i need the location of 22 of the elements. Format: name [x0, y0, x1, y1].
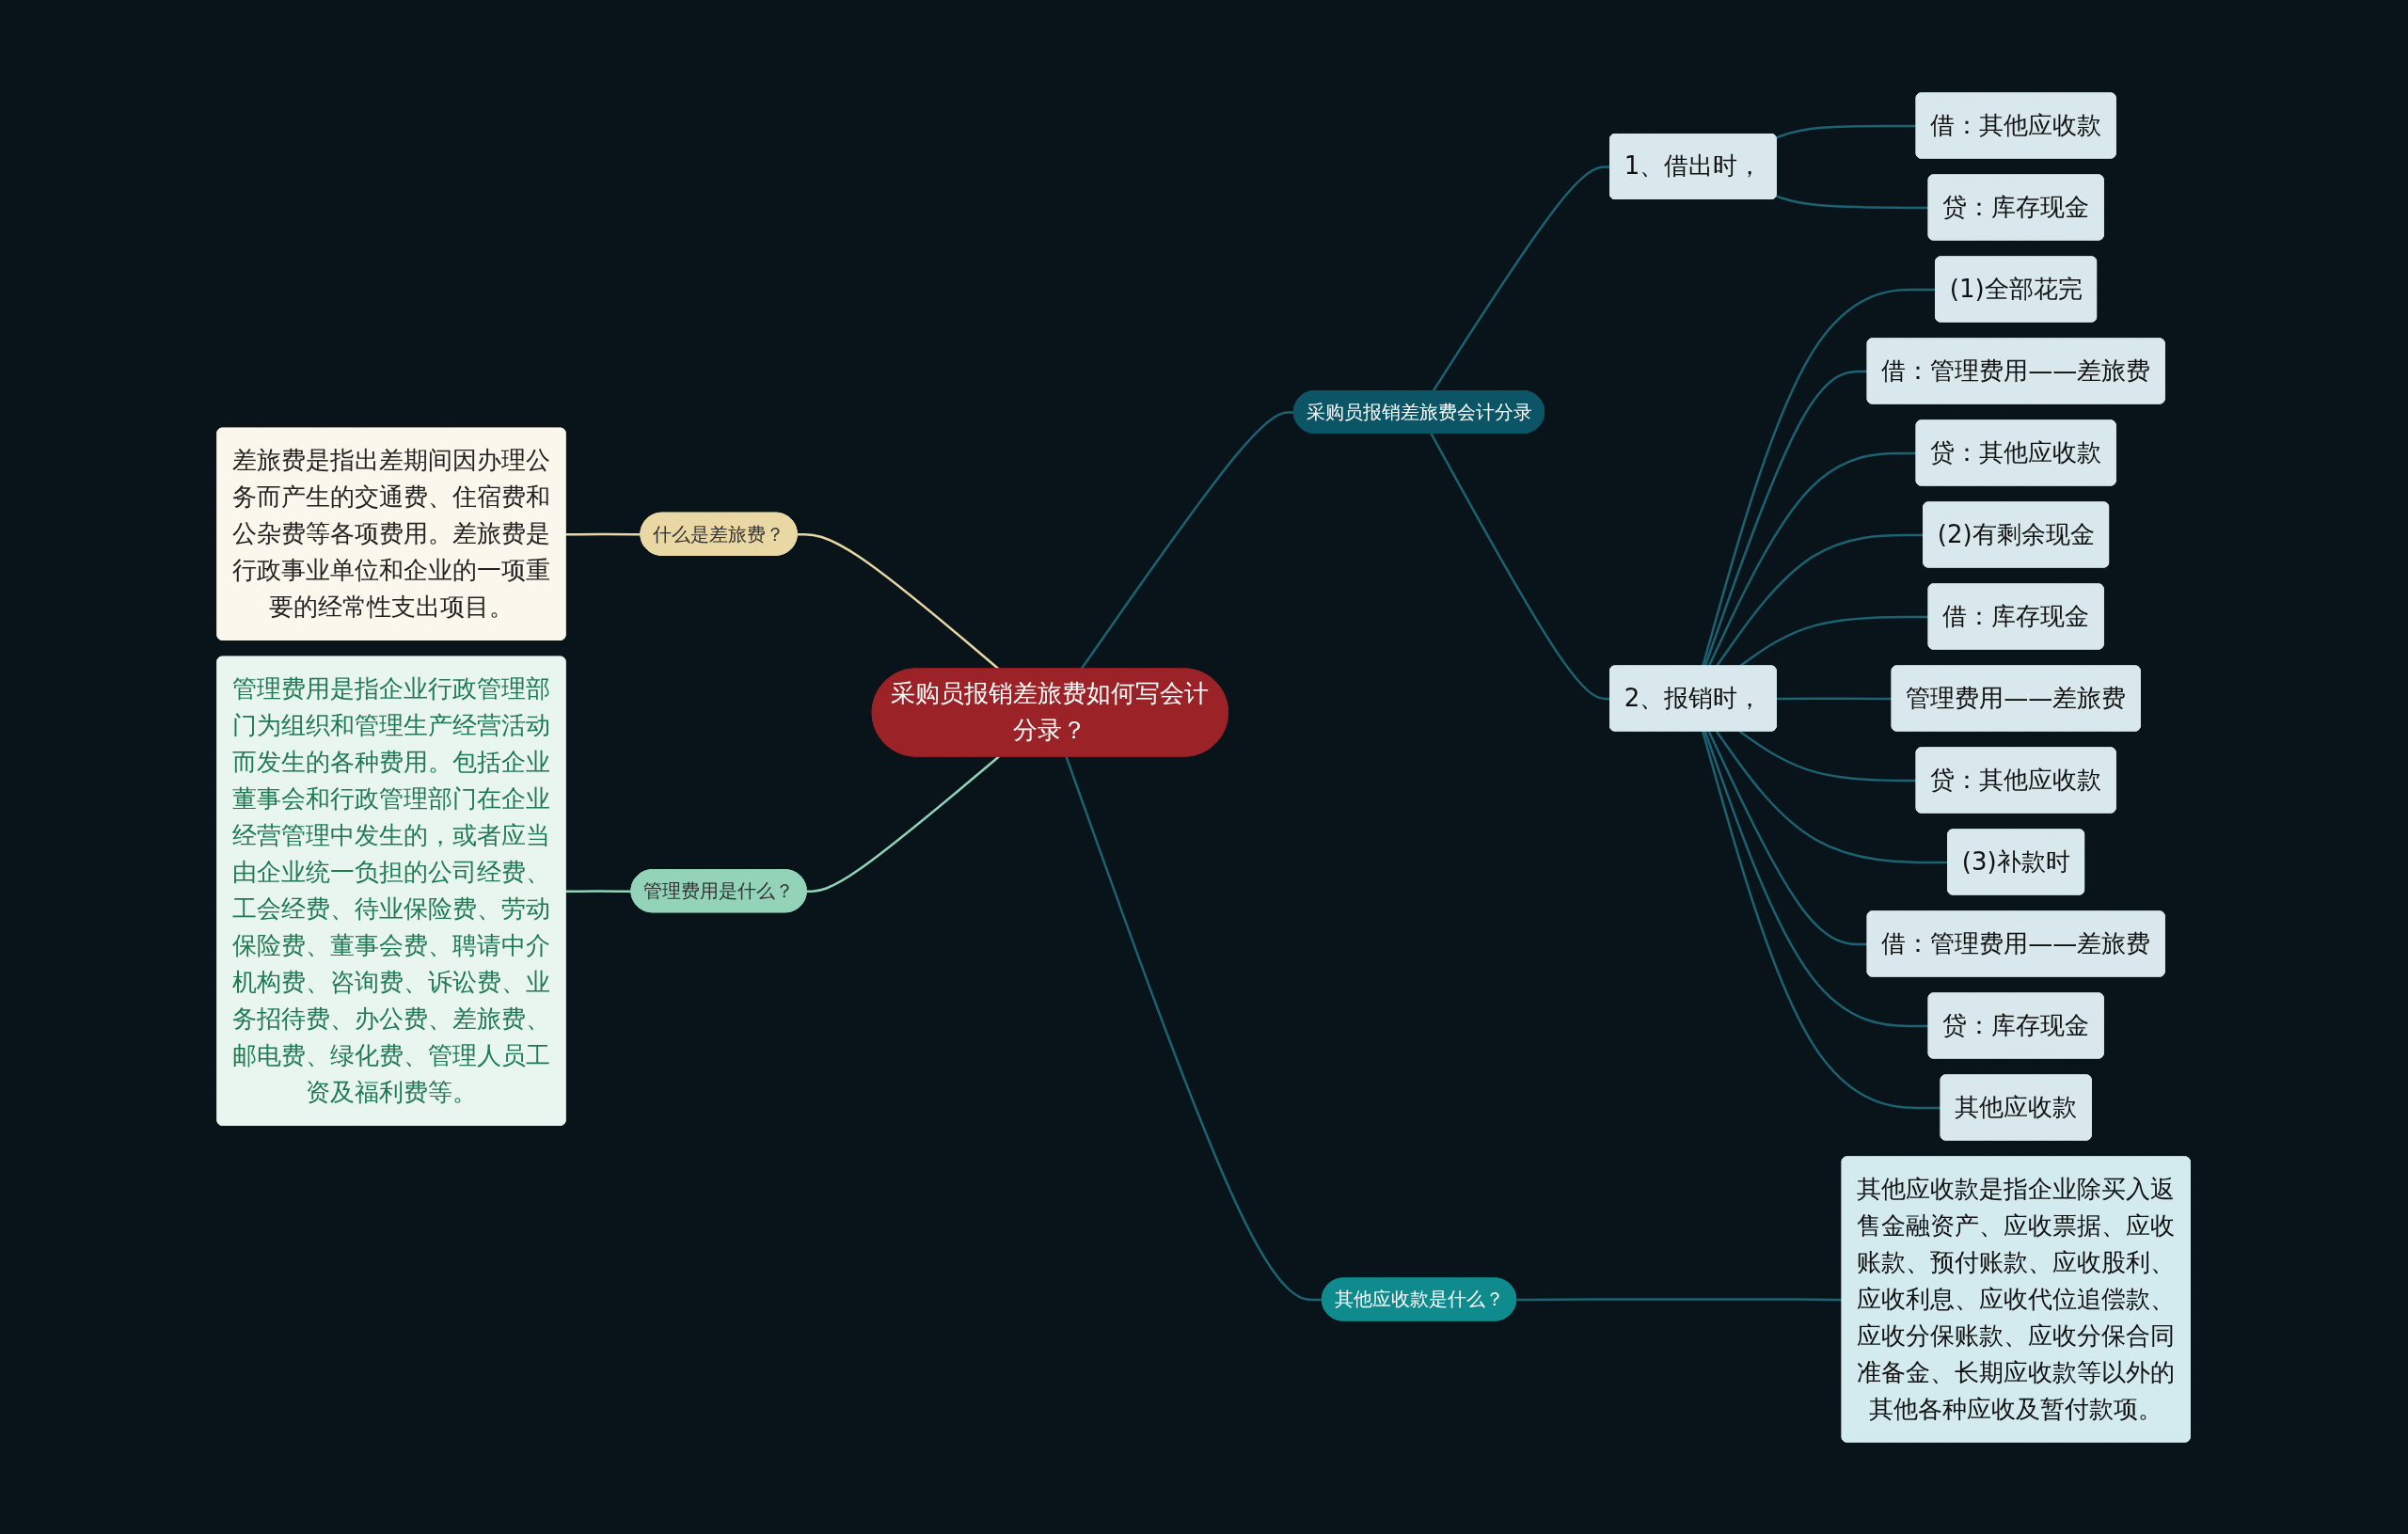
- connector: [1702, 730, 1942, 1109]
- connector: [1739, 729, 1918, 782]
- connector: [1716, 533, 1925, 667]
- connector: [565, 532, 642, 535]
- connector: [1703, 730, 1930, 1027]
- connector: [807, 755, 1001, 893]
- connector: [1708, 451, 1918, 667]
- connector: [1080, 410, 1295, 670]
- connector: [1432, 165, 1611, 392]
- connector: [1065, 755, 1323, 1301]
- connector: [1776, 194, 1930, 209]
- connector: [1708, 730, 1869, 945]
- connector: [1777, 696, 1893, 700]
- connector: [1703, 370, 1869, 667]
- connector: [798, 532, 1001, 670]
- connector: [1739, 615, 1930, 667]
- connector: [1702, 288, 1937, 667]
- connector: [1430, 432, 1611, 700]
- connector: [1776, 124, 1918, 139]
- connector: [1516, 1297, 1844, 1301]
- connector: [1716, 730, 1949, 863]
- connector: [565, 889, 632, 893]
